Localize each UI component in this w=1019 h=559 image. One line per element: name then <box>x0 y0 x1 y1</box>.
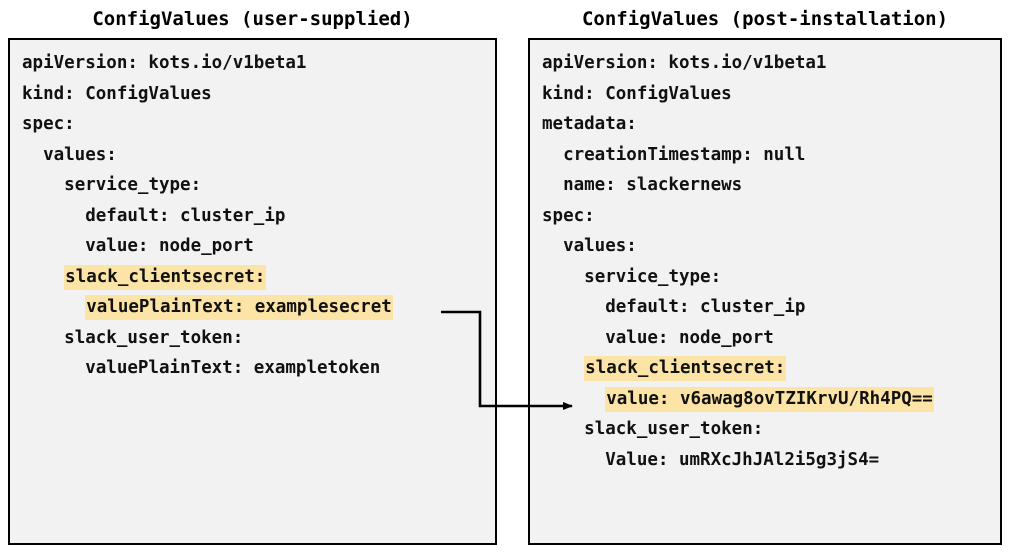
code-line: valuePlainText: examplesecret <box>22 292 495 323</box>
code-indent <box>542 267 584 287</box>
code-line: apiVersion: kots.io/v1beta1 <box>22 48 495 79</box>
code-line: spec: <box>542 201 1000 232</box>
code-line: kind: ConfigValues <box>542 79 1000 110</box>
code-line: value: node_port <box>22 231 495 262</box>
code-line: Value: umRXcJhJAl2i5g3jS4= <box>542 445 1000 476</box>
code-text: creationTimestamp: null <box>563 144 806 165</box>
code-indent <box>542 145 563 165</box>
code-line: slack_user_token: <box>542 414 1000 445</box>
code-line: values: <box>542 231 1000 262</box>
code-text-highlighted: slack_clientsecret: <box>584 356 787 381</box>
code-text-highlighted: slack_clientsecret: <box>64 264 267 290</box>
code-lines-post-installation: apiVersion: kots.io/v1beta1 kind: ConfigV… <box>542 48 1000 475</box>
code-indent <box>22 175 64 195</box>
code-line: service_type: <box>22 170 495 201</box>
code-text: spec: <box>542 205 595 226</box>
code-indent <box>542 450 605 470</box>
code-indent <box>22 267 64 287</box>
code-line: valuePlainText: exampletoken <box>22 353 495 384</box>
code-box-user-supplied: apiVersion: kots.io/v1beta1 kind: ConfigV… <box>8 38 497 545</box>
code-indent <box>542 297 605 317</box>
code-line: creationTimestamp: null <box>542 140 1000 171</box>
code-text-highlighted: valuePlainText: examplesecret <box>85 295 393 320</box>
code-text: values: <box>563 236 637 256</box>
code-line: values: <box>22 140 495 171</box>
code-line: default: cluster_ip <box>542 292 1000 323</box>
code-line: service_type: <box>542 262 1000 293</box>
code-line: value: v6awag8ovTZIKrvU/Rh4PQ== <box>542 384 1000 415</box>
code-indent <box>22 236 85 256</box>
code-text: spec: <box>22 114 75 134</box>
code-indent <box>22 358 85 378</box>
code-line: value: node_port <box>542 323 1000 354</box>
code-indent <box>542 358 584 378</box>
code-text: kind: ConfigValues <box>542 83 732 104</box>
code-text-highlighted: value: v6awag8ovTZIKrvU/Rh4PQ== <box>605 386 934 412</box>
code-line: slack_clientsecret: <box>542 353 1000 384</box>
code-text: apiVersion: kots.io/v1beta1 <box>22 53 307 73</box>
code-text: valuePlainText: exampletoken <box>85 358 381 378</box>
code-indent <box>22 328 64 348</box>
panel-post-installation: ConfigValues (post-installation) apiVers… <box>528 6 1002 545</box>
code-line: slack_user_token: <box>22 323 495 354</box>
code-text: metadata: <box>542 114 637 134</box>
code-text: slack_user_token: <box>64 327 244 348</box>
code-line: apiVersion: kots.io/v1beta1 <box>542 48 1000 79</box>
code-indent <box>542 328 605 348</box>
code-line: slack_clientsecret: <box>22 262 495 293</box>
code-text: default: cluster_ip <box>605 297 806 317</box>
code-indent <box>542 419 584 439</box>
code-text: service_type: <box>64 175 202 195</box>
code-text: value: node_port <box>85 236 254 256</box>
code-indent <box>22 145 43 165</box>
panel-title-post-installation: ConfigValues (post-installation) <box>581 8 949 30</box>
code-box-post-installation: apiVersion: kots.io/v1beta1 kind: ConfigV… <box>528 38 1002 545</box>
code-text: slack_user_token: <box>584 419 764 439</box>
code-text: service_type: <box>584 266 722 287</box>
code-line: default: cluster_ip <box>22 201 495 232</box>
code-text: Value: umRXcJhJAl2i5g3jS4= <box>605 449 880 470</box>
code-lines-user-supplied: apiVersion: kots.io/v1beta1 kind: ConfigV… <box>22 48 495 384</box>
code-line: kind: ConfigValues <box>22 79 495 110</box>
code-indent <box>542 389 605 409</box>
code-line: spec: <box>22 109 495 140</box>
code-text: kind: ConfigValues <box>22 83 212 104</box>
code-text: name: slackernews <box>563 175 743 195</box>
panel-title-user-supplied: ConfigValues (user-supplied) <box>92 8 413 30</box>
code-line: name: slackernews <box>542 170 1000 201</box>
code-line: metadata: <box>542 109 1000 140</box>
code-indent <box>542 175 563 195</box>
code-text: values: <box>43 144 117 165</box>
code-text: value: node_port <box>605 327 774 348</box>
code-indent <box>542 236 563 256</box>
code-indent <box>22 297 85 317</box>
code-text: default: cluster_ip <box>85 205 286 226</box>
code-indent <box>22 206 85 226</box>
code-text: apiVersion: kots.io/v1beta1 <box>542 53 827 73</box>
panel-user-supplied: ConfigValues (user-supplied) apiVersion:… <box>8 6 497 545</box>
